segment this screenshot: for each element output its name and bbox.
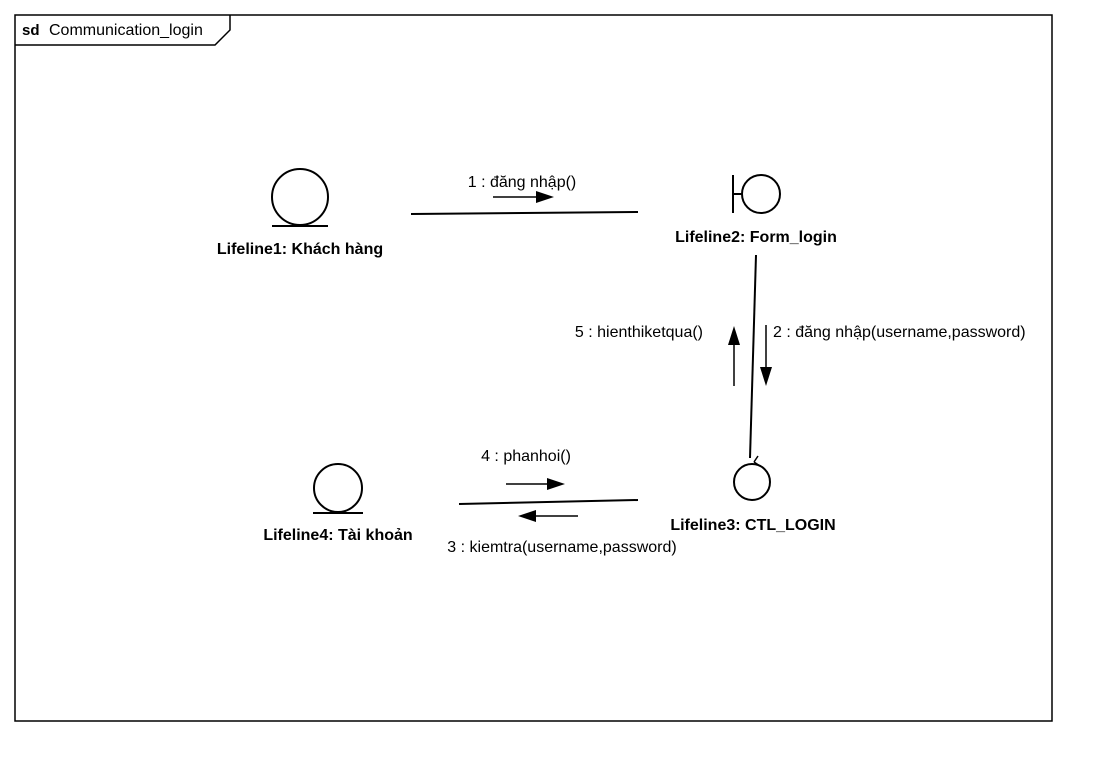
message-arrowhead: [547, 478, 565, 490]
message-arrowhead: [728, 326, 740, 345]
message-arrowhead: [760, 367, 772, 386]
frame-keyword: sd: [22, 22, 40, 39]
lifeline-label: Lifeline4: Tài khoản: [263, 527, 412, 544]
message-label: 3 : kiemtra(username,password): [447, 539, 676, 556]
lifeline-form-login[interactable]: Lifeline2: Form_login: [675, 174, 837, 246]
lifeline-ctl-login[interactable]: Lifeline3: CTL_LOGIN: [670, 455, 836, 534]
link-ctllogin-taikhoan[interactable]: [458, 499, 639, 505]
message-3[interactable]: 3 : kiemtra(username,password): [447, 510, 677, 556]
message-arrowhead: [536, 191, 554, 203]
lifeline-label: Lifeline2: Form_login: [675, 229, 837, 246]
boundary-icon: [741, 174, 781, 214]
message-2[interactable]: 2 : đăng nhập(username,password): [760, 324, 1026, 386]
message-label: 1 : đăng nhập(): [468, 174, 577, 191]
entity-icon: [271, 168, 329, 226]
message-label: 5 : hienthiketqua(): [575, 324, 703, 341]
message-1[interactable]: 1 : đăng nhập(): [468, 174, 577, 203]
message-label: 4 : phanhoi(): [481, 448, 571, 465]
lifeline-label: Lifeline1: Khách hàng: [217, 241, 383, 258]
control-arrowhead: [753, 455, 761, 467]
message-4[interactable]: 4 : phanhoi(): [481, 448, 571, 490]
lifeline-label: Lifeline3: CTL_LOGIN: [670, 517, 835, 534]
message-5[interactable]: 5 : hienthiketqua(): [575, 324, 740, 386]
message-arrowhead: [518, 510, 536, 522]
diagram-frame: [14, 14, 1053, 722]
entity-icon: [313, 463, 363, 513]
frame-name: Communication_login: [49, 22, 203, 39]
link-formlogin-ctllogin[interactable]: [749, 254, 757, 459]
control-icon: [733, 463, 771, 501]
lifeline-tai-khoan[interactable]: Lifeline4: Tài khoản: [263, 463, 413, 544]
link-khachhang-formlogin[interactable]: [410, 211, 639, 215]
message-label: 2 : đăng nhập(username,password): [773, 324, 1026, 341]
lifeline-khach-hang[interactable]: Lifeline1: Khách hàng: [217, 168, 383, 258]
frame-tab: [15, 15, 231, 46]
